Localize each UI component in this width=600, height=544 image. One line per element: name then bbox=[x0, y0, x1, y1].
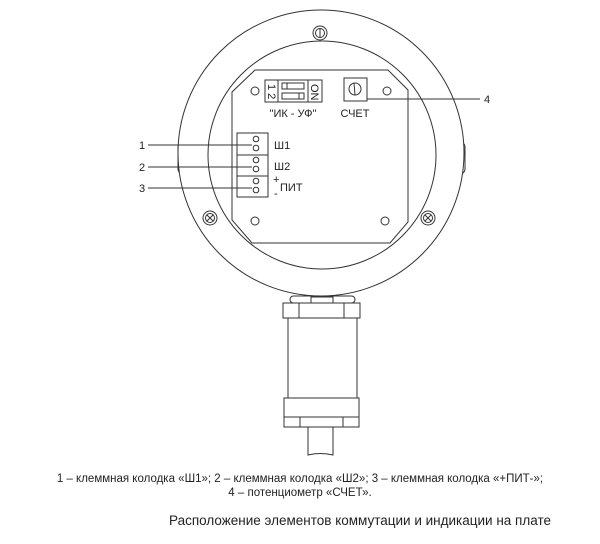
bottom-left-screw-icon bbox=[202, 210, 218, 226]
circuit-board bbox=[231, 69, 409, 244]
terminal-block bbox=[236, 132, 269, 198]
switch-label: "ИК - УФ" bbox=[270, 108, 317, 120]
figure-title: Расположение элементов коммутации и инди… bbox=[169, 513, 551, 528]
top-screw-icon bbox=[312, 25, 328, 41]
terminal-plus: + bbox=[273, 174, 279, 186]
terminal-label-sh2: Ш2 bbox=[274, 161, 290, 173]
switch-on-label: ON bbox=[308, 84, 320, 101]
cable-gland bbox=[282, 295, 361, 456]
switch-numbers: 1 2 bbox=[265, 84, 277, 99]
callout-4: 4 bbox=[484, 94, 490, 106]
board-hole bbox=[380, 216, 390, 226]
terminal-label-sh1: Ш1 bbox=[274, 140, 290, 152]
board-hole bbox=[382, 86, 392, 96]
schet-potentiometer[interactable] bbox=[343, 77, 368, 102]
board-hole bbox=[250, 216, 260, 226]
callout-1: 1 bbox=[139, 140, 145, 152]
caption-line-2: 4 – потенциометр «СЧЕТ». bbox=[228, 487, 372, 499]
terminal-minus: - bbox=[274, 188, 278, 200]
bottom-right-screw-icon bbox=[420, 210, 436, 226]
caption-line-1: 1 – клеммная колодка «Ш1»; 2 – клеммная … bbox=[56, 473, 544, 485]
terminal-label-pit: ПИТ bbox=[280, 182, 303, 194]
ik-uf-dip-switch[interactable]: 1 2 ON bbox=[264, 79, 323, 103]
callout-3: 3 bbox=[139, 183, 145, 195]
board-hole bbox=[250, 86, 260, 96]
callout-2: 2 bbox=[139, 162, 145, 174]
pot-label: СЧЕТ bbox=[341, 108, 370, 120]
housing-outer-circle bbox=[177, 9, 465, 297]
housing-inner-circle bbox=[207, 40, 437, 270]
